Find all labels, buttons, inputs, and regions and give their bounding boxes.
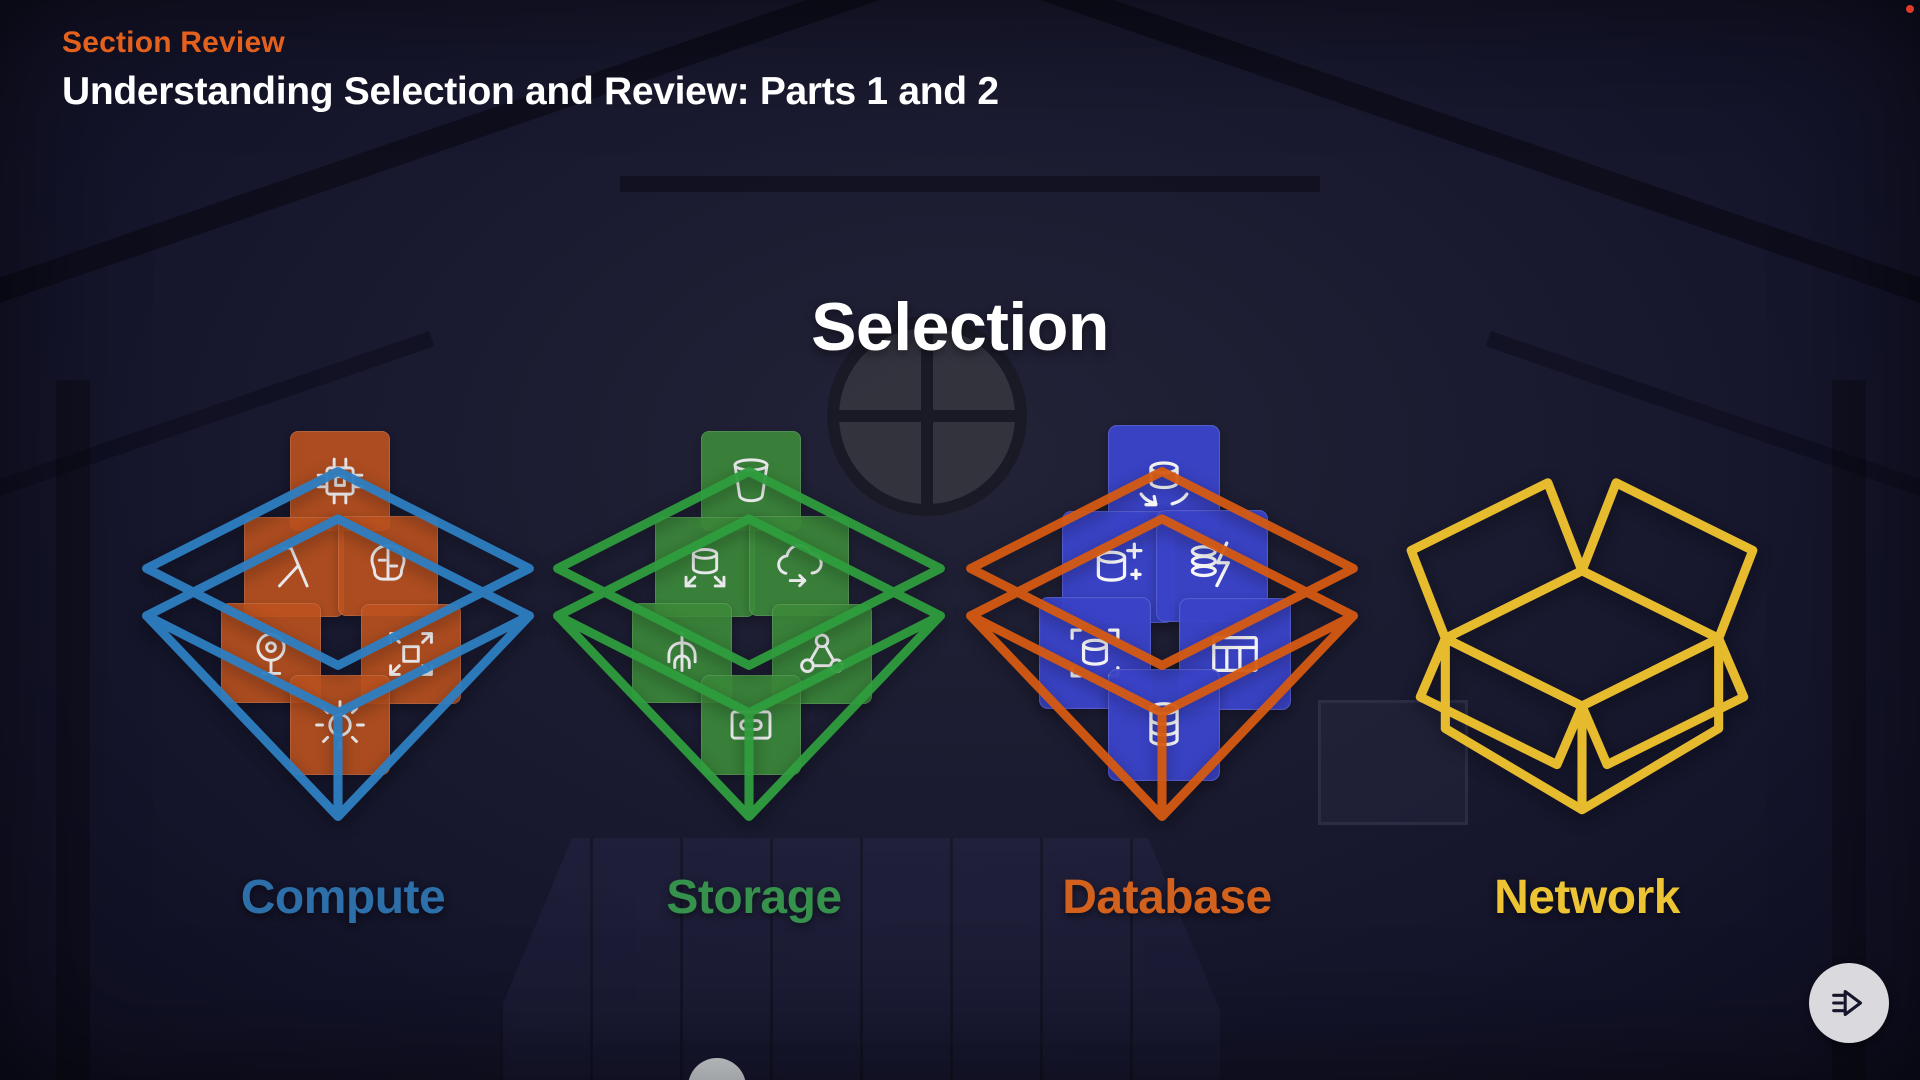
slide-heading: Selection	[811, 289, 1109, 365]
storage-category: Storage	[534, 410, 974, 955]
nodes-link-icon	[800, 633, 844, 673]
page-title: Understanding Selection and Review: Part…	[62, 70, 999, 113]
cpu-chip-tile	[290, 431, 390, 531]
category-label: Storage	[666, 871, 842, 924]
category-label: Database	[1062, 871, 1272, 924]
db-sparkle-icon	[1096, 542, 1143, 582]
lambda-tile	[244, 517, 344, 617]
database-service-tiles	[947, 410, 1387, 955]
network-category: Network	[1367, 410, 1807, 955]
category-label: Compute	[240, 871, 446, 924]
pluralsight-play-icon	[1832, 989, 1863, 1017]
foreground-object-decor	[688, 1058, 746, 1080]
table-grid-icon	[1212, 636, 1258, 672]
open-box-icon	[1406, 478, 1758, 815]
category-label: Network	[1494, 871, 1680, 924]
open-box-icon	[966, 467, 1358, 821]
pluralsight-logo	[1809, 963, 1889, 1043]
recording-dot	[1906, 5, 1914, 13]
volume-resize-icon	[684, 548, 726, 588]
open-box-icon	[553, 467, 945, 821]
wall-post-left-decor	[56, 380, 90, 1080]
roof-beam-right-decor	[1029, 0, 1920, 316]
bucket-tile	[701, 431, 801, 531]
database-category: Database	[947, 410, 1387, 955]
compute-category: Compute	[123, 410, 563, 955]
db-expand-icon	[1070, 628, 1120, 678]
volume-resize-tile	[655, 517, 755, 617]
section-kicker: Section Review	[62, 26, 285, 59]
open-box-icon	[142, 467, 534, 821]
ceiling-joist-decor	[620, 176, 1320, 192]
root-tree-icon	[667, 631, 697, 672]
